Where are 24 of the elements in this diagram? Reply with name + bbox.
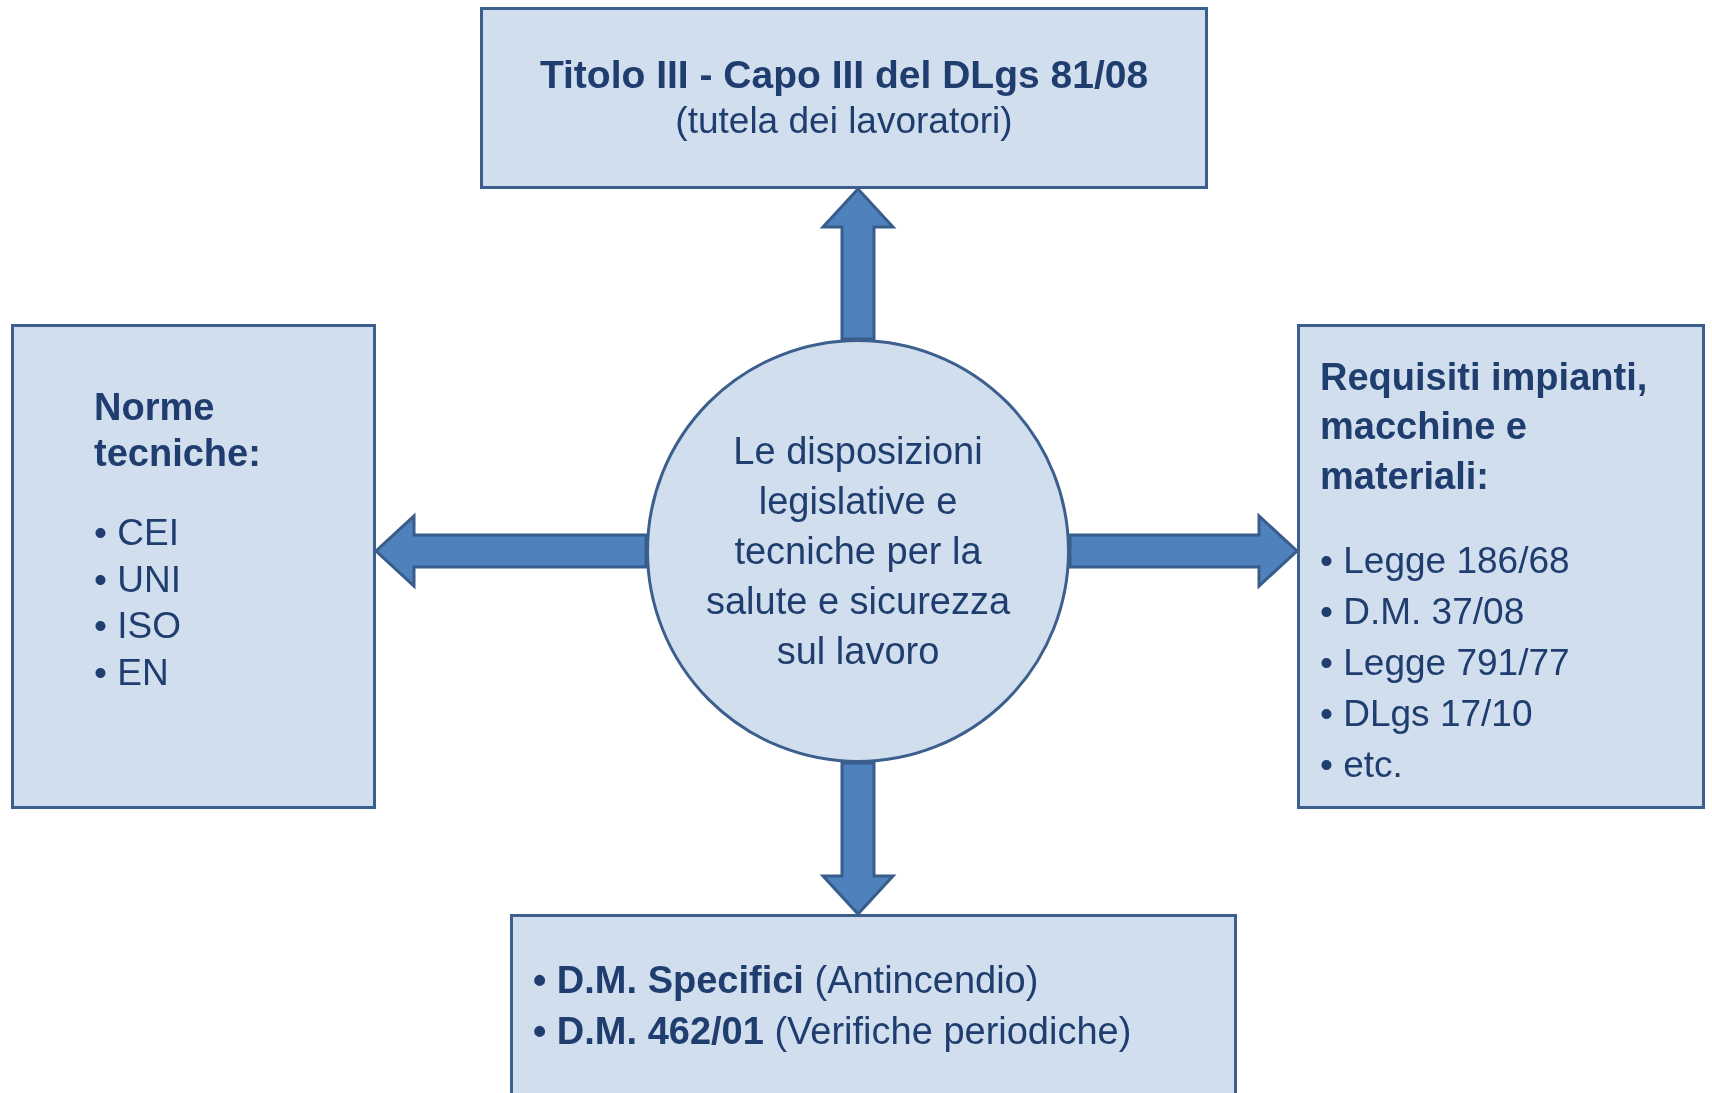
box-heading: Norme tecniche: [94,385,262,476]
list-item: • DLgs 17/10 [1320,692,1533,737]
list-item: • D.M. 37/08 [1320,590,1525,635]
block-arrow [1068,512,1300,590]
list-item: • Legge 791/77 [1320,641,1570,686]
list-item: • EN [94,651,169,695]
block-arrow [819,761,897,917]
content-box [510,914,1237,1093]
box-heading: Titolo III - Capo III del DLgs 81/08 [539,52,1149,99]
block-arrow [819,186,897,341]
list-item: • ISO [94,604,181,649]
list-item: • D.M. 462/01 (Verifiche periodiche) [533,1008,1132,1054]
list-item: • UNI [94,557,181,602]
content-box [11,324,376,809]
list-item: • Legge 186/68 [1320,539,1570,584]
box-heading: Requisiti impianti, macchine e materiali: [1320,355,1649,499]
content-box [1297,324,1705,809]
box-subtitle: (tutela dei lavoratori) [675,99,1013,144]
list-item: • CEI [94,511,179,556]
list-item: • D.M. Specifici (Antincendio) [533,958,1039,1003]
list-item: • etc. [1320,743,1403,788]
circle-text: Le disposizioni legislative e tecniche per la salute e sicurezza sul lavoro [704,428,1012,675]
content-box [480,7,1208,189]
block-arrow [373,512,648,590]
